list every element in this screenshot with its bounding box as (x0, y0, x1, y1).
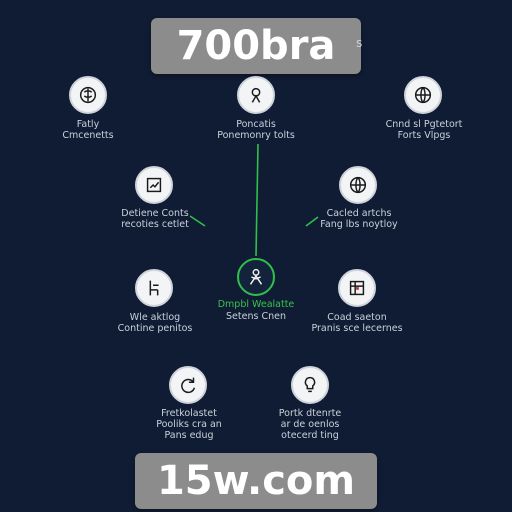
connector-top (255, 143, 259, 257)
node-label-line1: Coad saeton (327, 312, 387, 323)
chart-icon (135, 166, 173, 204)
brain-icon (69, 76, 107, 114)
stray-glyph: s (356, 36, 363, 50)
globe-icon (404, 76, 442, 114)
center-hub-icon (237, 258, 275, 296)
node-label-line2: Forts Vlpgs (397, 130, 451, 141)
grid-chart-icon (338, 269, 376, 307)
person-icon (237, 76, 275, 114)
node-label-line2: Fang lbs noytloy (320, 219, 398, 230)
chair-icon (135, 269, 173, 307)
node-label-line1: Detiene Conts (121, 208, 189, 219)
connector-left (189, 215, 206, 227)
node-label-line2: Ponemonry tolts (217, 130, 295, 141)
connector-right (305, 216, 319, 227)
node-label-line3: otecerd ting (281, 430, 339, 441)
node-label-line2: Pooliks cra an (156, 419, 222, 430)
refresh-icon (169, 366, 207, 404)
node-label-line2: recoties cetlet (121, 219, 189, 230)
watermark-top: 700bra (151, 18, 361, 74)
node-label-line1: Portk dtenrte (278, 408, 342, 419)
node-label-line1: Fretkolastet (161, 408, 217, 419)
node-label-line1: Cnnd sl Pgtetort (385, 119, 463, 130)
node-label-line2: ar de oenlos (280, 419, 340, 430)
node-label-line2: Contine penitos (117, 323, 193, 334)
node-label-line1: Wle aktlog (129, 312, 181, 323)
node-label-line2: Pranis sce lecernes (311, 323, 403, 334)
bulb-icon (291, 366, 329, 404)
node-label-line1: Poncatis (236, 119, 276, 130)
center-label-line2: Setens Cnen (226, 311, 286, 322)
node-label-line1: Fatly (76, 119, 100, 130)
center-label-line1: Dmpbl Wealatte (217, 299, 295, 310)
node-label-line1: Cacled artchs (326, 208, 392, 219)
node-label-line2: Cmcenetts (62, 130, 114, 141)
globe-icon (339, 166, 377, 204)
watermark-bottom: 15w.com (135, 453, 377, 509)
node-label-line3: Pans edug (164, 430, 214, 441)
